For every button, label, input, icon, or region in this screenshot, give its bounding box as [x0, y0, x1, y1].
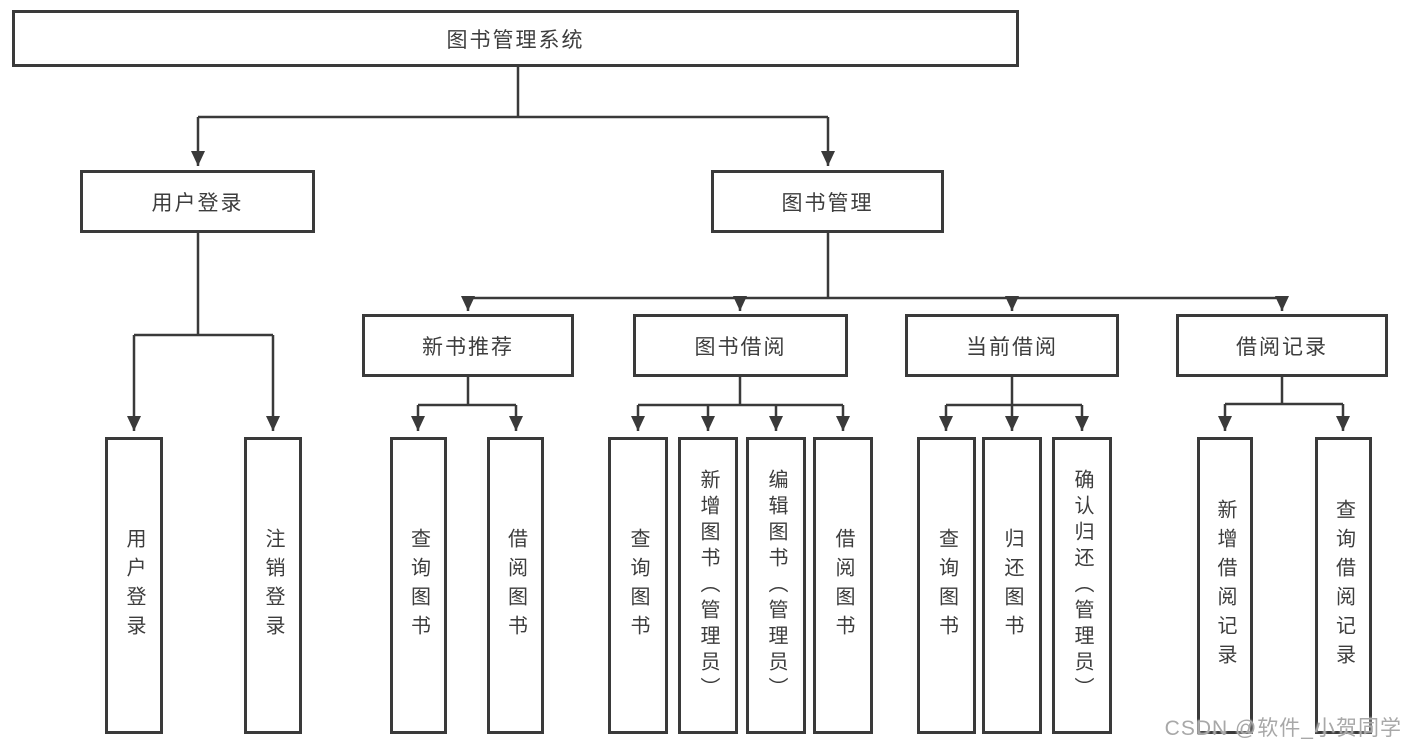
node-label: 图书管理系统 [446, 28, 585, 52]
node-label: 新书推荐 [422, 335, 514, 359]
leaf-label: 新增借阅记录 [1214, 498, 1236, 673]
leaf-query-books-borrow: 查询图书 [608, 437, 668, 734]
leaf-logout: 注销登录 [244, 437, 302, 734]
leaf-query-books-recommend: 查询图书 [390, 437, 447, 734]
leaf-user-login: 用户登录 [105, 437, 163, 734]
leaf-label: 确认归还（管理员） [1071, 468, 1093, 703]
leaf-return-books: 归还图书 [982, 437, 1042, 734]
node-library-management-system: 图书管理系统 [12, 10, 1019, 67]
leaf-label: 归还图书 [1001, 527, 1023, 644]
leaf-borrow-books: 借阅图书 [813, 437, 873, 734]
node-label: 用户登录 [151, 191, 244, 215]
leaf-label: 查询图书 [407, 527, 430, 644]
leaf-label: 新增图书（管理员） [697, 468, 719, 703]
node-label: 借阅记录 [1236, 335, 1328, 359]
leaf-confirm-return-admin: 确认归还（管理员） [1052, 437, 1112, 734]
leaf-query-books-current: 查询图书 [917, 437, 976, 734]
leaf-label: 注销登录 [262, 527, 284, 644]
leaf-label: 编辑图书（管理员） [765, 468, 787, 703]
node-user-login: 用户登录 [80, 170, 315, 233]
node-label: 当前借阅 [966, 335, 1058, 359]
leaf-label: 借阅图书 [832, 527, 854, 644]
leaf-label: 查询借阅记录 [1332, 498, 1355, 673]
node-label: 图书管理 [781, 191, 874, 215]
node-book-borrow: 图书借阅 [633, 314, 848, 377]
node-current-borrow: 当前借阅 [905, 314, 1119, 377]
leaf-query-borrow-record: 查询借阅记录 [1315, 437, 1372, 734]
node-label: 图书借阅 [694, 335, 787, 359]
node-book-management: 图书管理 [711, 170, 944, 233]
leaf-label: 用户登录 [123, 527, 145, 644]
node-new-book-recommend: 新书推荐 [362, 314, 574, 377]
leaf-add-borrow-record: 新增借阅记录 [1197, 437, 1253, 734]
leaf-label: 查询图书 [935, 527, 958, 644]
leaf-add-books-admin: 新增图书（管理员） [678, 437, 738, 734]
node-borrow-records: 借阅记录 [1176, 314, 1388, 377]
leaf-label: 查询图书 [627, 527, 649, 644]
csdn-watermark: CSDN @软件_小贺同学 [1164, 717, 1402, 740]
leaf-edit-books-admin: 编辑图书（管理员） [746, 437, 806, 734]
leaf-label: 借阅图书 [504, 527, 527, 644]
leaf-borrow-books-recommend: 借阅图书 [487, 437, 544, 734]
